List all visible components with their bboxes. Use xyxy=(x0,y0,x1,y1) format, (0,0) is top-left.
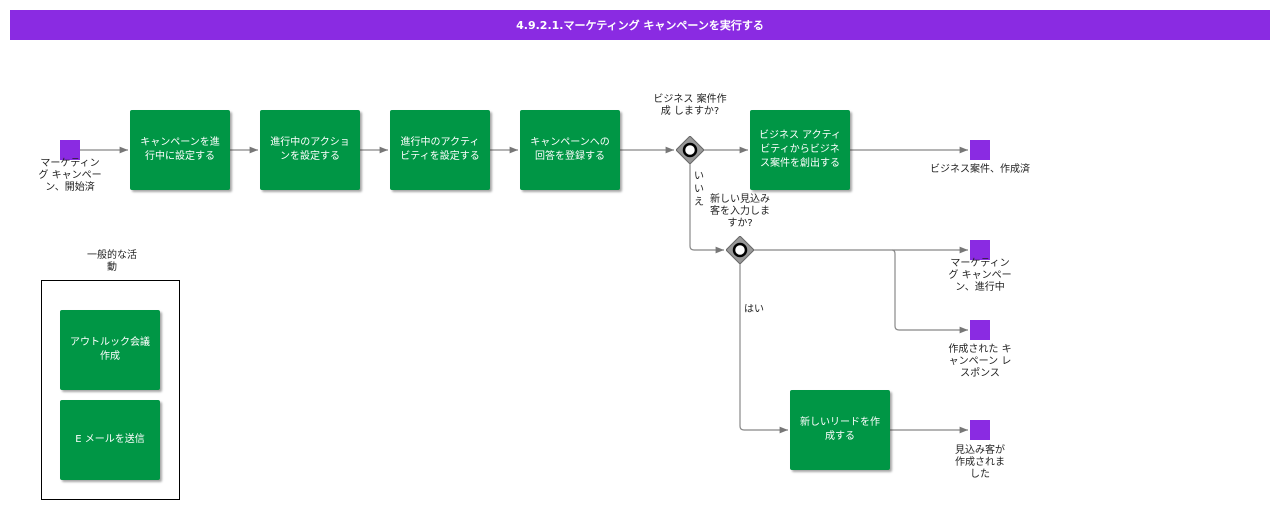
end-event-prospect-created[interactable] xyxy=(970,420,990,440)
diagram-title: 4.9.2.1.マーケティング キャンペーンを実行する xyxy=(10,10,1270,40)
task-set-action-in-progress[interactable]: 進行中のアクションを設定する xyxy=(260,110,360,190)
start-event[interactable] xyxy=(60,140,80,160)
end-event-prospect-created-label: 見込み客が作成されました xyxy=(955,445,1005,480)
task-label: アウトルック会議作成 xyxy=(70,337,150,362)
flow-gateway-2-to-response-created xyxy=(891,249,968,334)
task-label: キャンペーンへの回答を登録する xyxy=(530,137,610,162)
task-create-outlook-meeting[interactable]: アウトルック会議作成 xyxy=(60,310,160,390)
end-event-campaign-in-progress-label: マーケティング キャンペーン、進行中 xyxy=(948,258,1012,293)
task-label: E メールを送信 xyxy=(75,434,145,445)
group-title: 一般的な活動 xyxy=(87,250,137,273)
end-event-campaign-in-progress[interactable] xyxy=(970,240,990,260)
flow-label-no: いいえ xyxy=(694,171,704,208)
task-label: キャンペーンを進行中に設定する xyxy=(140,137,220,162)
gateway-1-diamond[interactable] xyxy=(676,136,704,164)
task-register-campaign-response[interactable]: キャンペーンへの回答を登録する xyxy=(520,110,620,190)
task-create-new-lead[interactable]: 新しいリードを作成する xyxy=(790,390,890,470)
end-event-response-created-label: 作成された キャンペーン レスポンス xyxy=(948,344,1012,379)
gateway-2-diamond[interactable] xyxy=(726,236,754,264)
task-label: 進行中のアクションを設定する xyxy=(270,137,350,162)
flow-gateway-2-yes-to-create-lead xyxy=(739,264,788,434)
task-label: ビジネス アクティビティからビジネス案件を創出する xyxy=(758,130,842,169)
task-label: 新しいリードを作成する xyxy=(800,417,880,442)
start-event-label: マーケティング キャンペーン、開始済 xyxy=(38,158,102,193)
task-send-email[interactable]: E メールを送信 xyxy=(60,400,160,480)
gateway-2-question: 新しい見込み客を入力しますか? xyxy=(710,194,770,229)
task-create-opportunity[interactable]: ビジネス アクティビティからビジネス案件を創出する xyxy=(750,110,850,190)
flow-gateway-1-no-to-gateway-2 xyxy=(689,164,724,254)
flow-label-yes: はい xyxy=(744,304,764,315)
end-event-opportunity-created-label: ビジネス案件、作成済 xyxy=(930,164,1030,175)
task-set-activity-in-progress[interactable]: 進行中のアクティビティを設定する xyxy=(390,110,490,190)
task-label: 進行中のアクティビティを設定する xyxy=(400,137,480,162)
end-event-opportunity-created[interactable] xyxy=(970,140,990,160)
gateway-1-question: ビジネス 案件作成 しますか? xyxy=(653,94,727,117)
end-event-response-created[interactable] xyxy=(970,320,990,340)
general-activities-group xyxy=(41,280,180,500)
task-set-campaign-in-progress[interactable]: キャンペーンを進行中に設定する xyxy=(130,110,230,190)
